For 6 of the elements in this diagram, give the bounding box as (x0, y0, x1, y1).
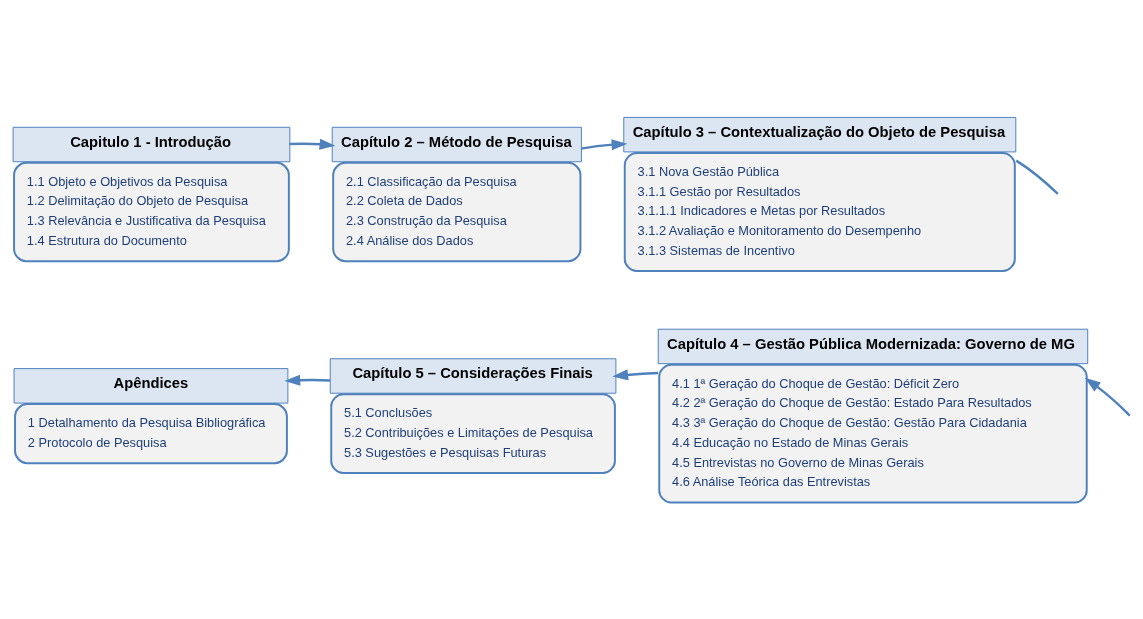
arrow (581, 138, 628, 150)
connector (1015, 159, 1059, 195)
arrow (612, 368, 659, 380)
arrow (289, 138, 336, 150)
arrow (1084, 377, 1131, 416)
arrow (284, 374, 331, 386)
